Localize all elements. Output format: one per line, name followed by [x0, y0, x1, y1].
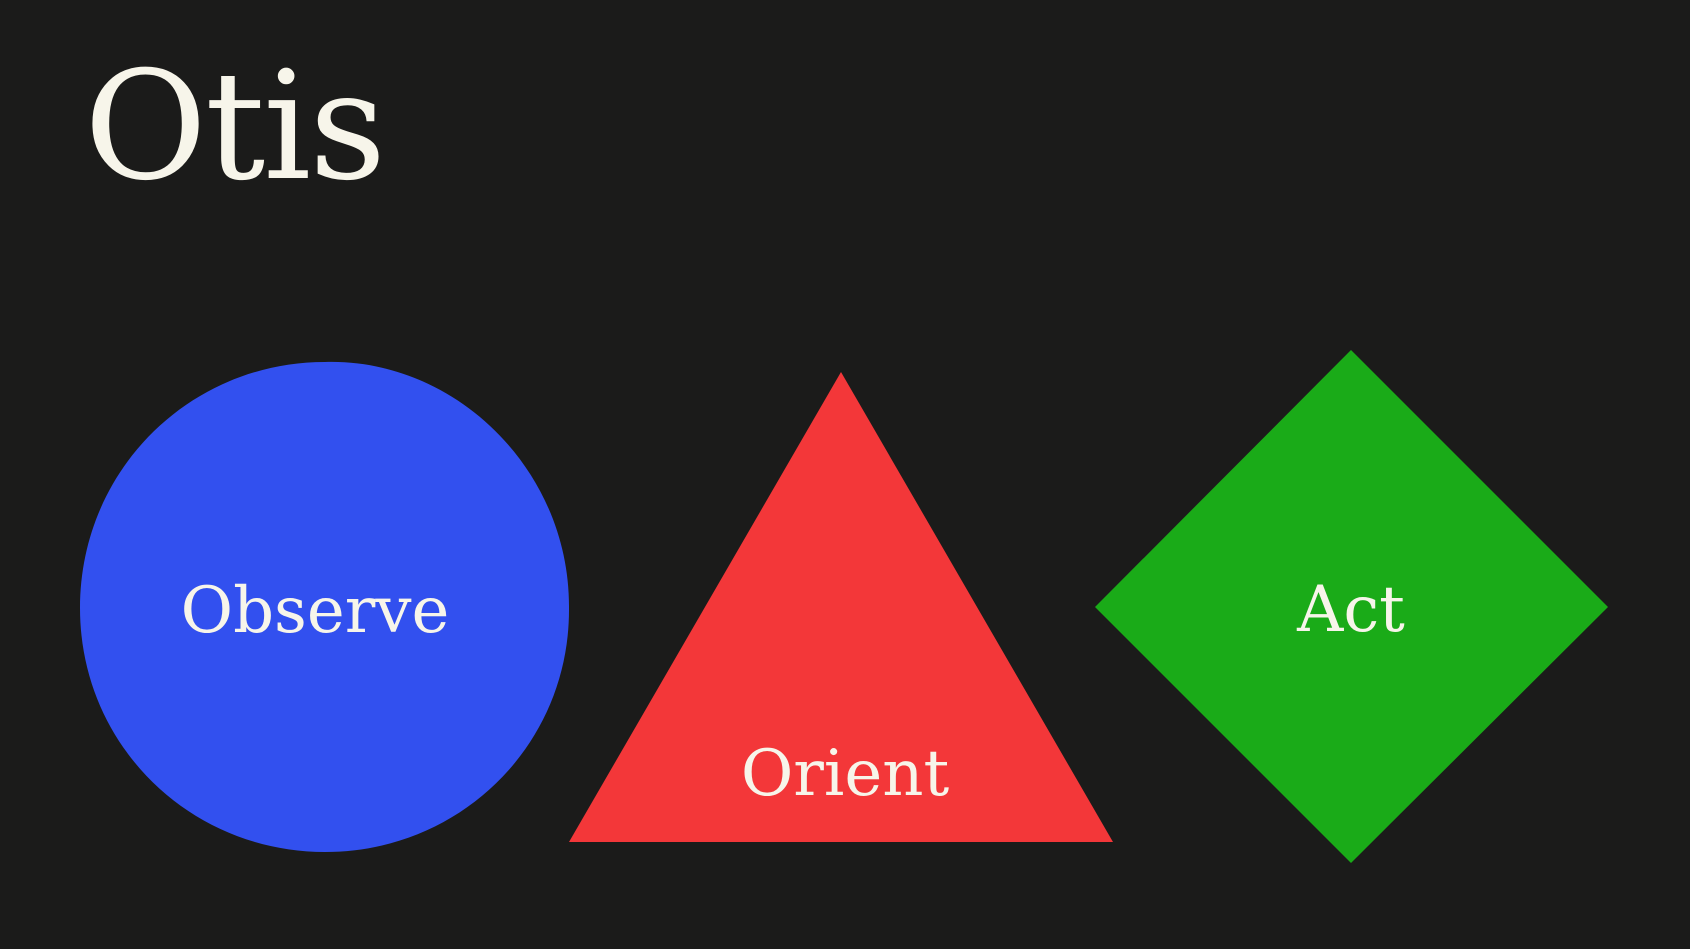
observe-node: Observe [80, 361, 570, 852]
act-diamond-shape [1095, 350, 1608, 863]
act-node: Act [1095, 350, 1608, 863]
observe-circle-shape [80, 361, 570, 852]
orient-node: Orient [569, 372, 1113, 842]
act-label: Act [1296, 573, 1405, 647]
observe-label: Observe [181, 574, 450, 648]
brand-wordmark: Otis [84, 40, 386, 214]
orient-label: Orient [741, 737, 950, 811]
orient-triangle-shape [569, 372, 1113, 842]
